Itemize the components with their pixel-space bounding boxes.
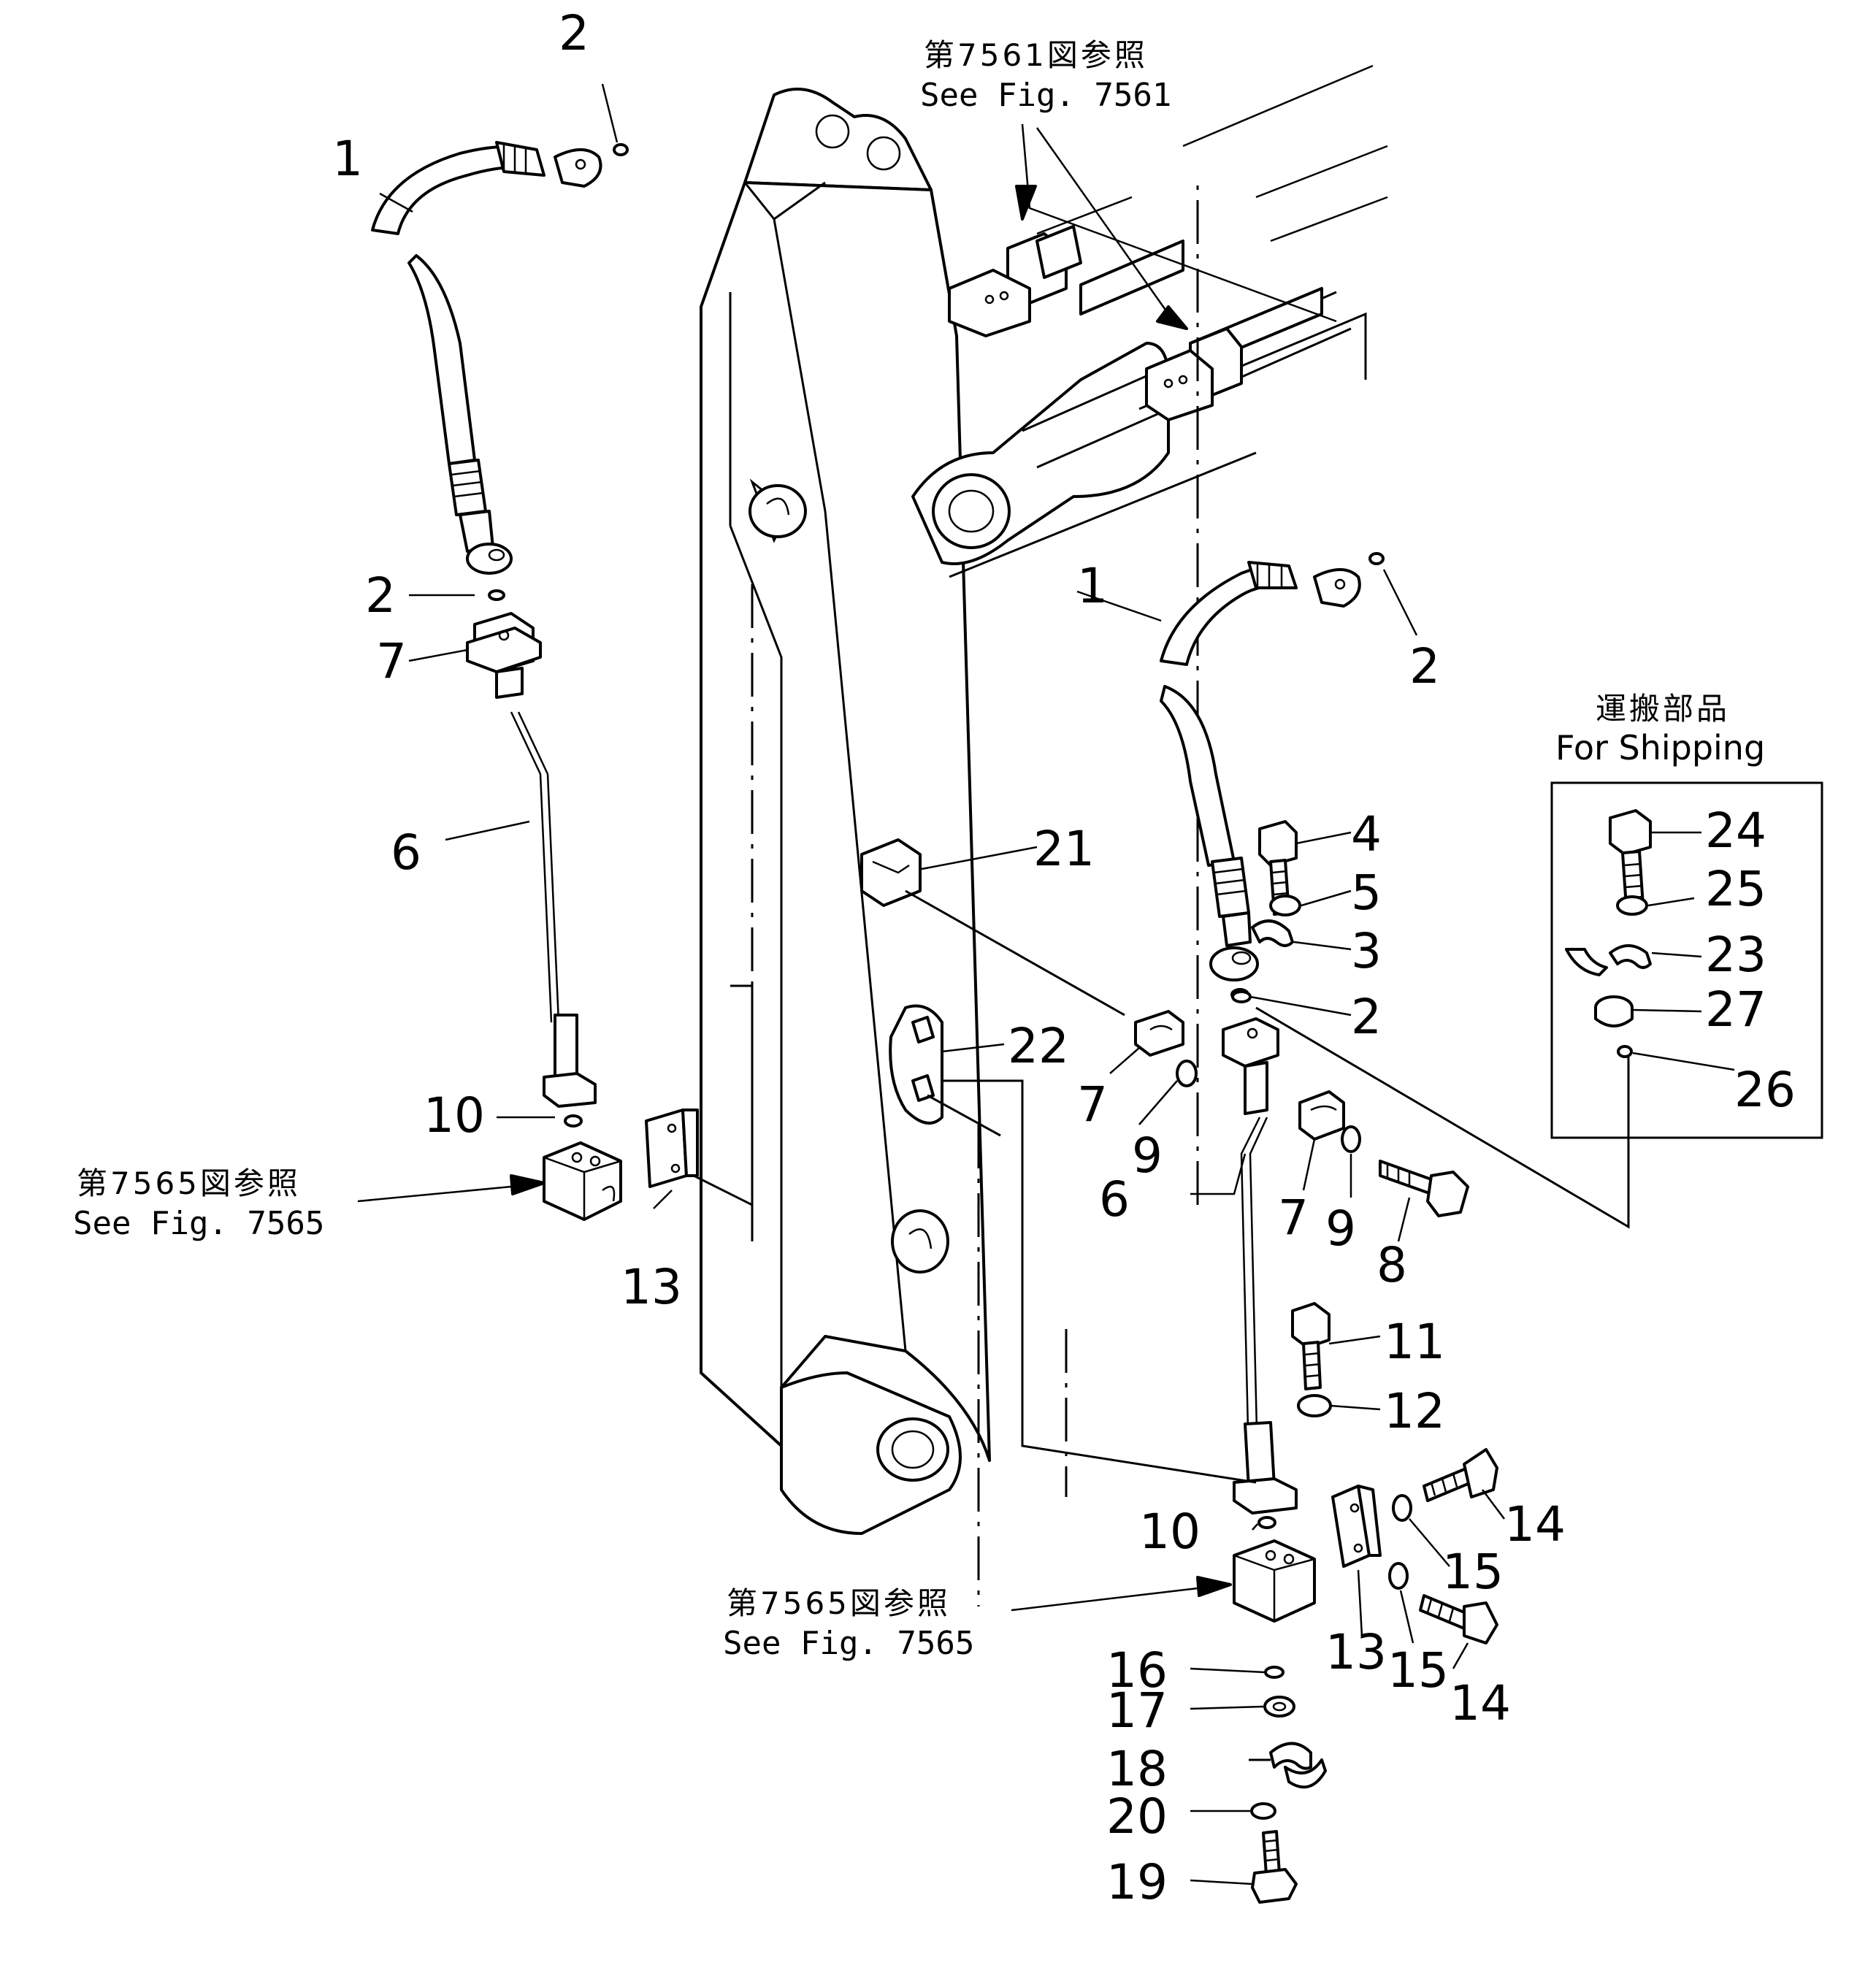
callout-23: 23 xyxy=(1705,927,1766,983)
callout-9a: 9 xyxy=(1132,1127,1163,1184)
left-hose-assembly xyxy=(371,141,753,1221)
callout-13a: 13 xyxy=(621,1259,682,1315)
leader-lines xyxy=(357,83,1735,1885)
right-hose-assembly xyxy=(911,552,1630,1623)
callout-3: 3 xyxy=(1351,923,1382,979)
callout-2d: 2 xyxy=(1351,989,1382,1045)
ref-fig7565b-en: See Fig. 7565 xyxy=(723,1625,974,1662)
callout-21: 21 xyxy=(1033,821,1095,877)
ref-fig7565a-jp: 第7565図参照 xyxy=(77,1165,301,1201)
small-parts xyxy=(860,820,1498,1904)
callout-17: 17 xyxy=(1106,1682,1168,1739)
callout-14b: 14 xyxy=(1450,1675,1511,1731)
callout-13b: 13 xyxy=(1325,1624,1387,1680)
callout-2b: 2 xyxy=(365,567,396,624)
callout-15b: 15 xyxy=(1387,1642,1449,1699)
callout-25: 25 xyxy=(1705,861,1766,917)
callout-1a: 1 xyxy=(332,131,363,187)
callout-19: 19 xyxy=(1106,1854,1168,1910)
callout-7b: 7 xyxy=(1077,1076,1108,1133)
ref-fig7565a-en: See Fig. 7565 xyxy=(73,1205,324,1242)
ref-fig7561-jp: 第7561図参照 xyxy=(924,37,1148,73)
callout-numbers: 1 2 2 7 6 10 13 1 2 4 5 3 2 21 22 7 9 6 … xyxy=(332,5,1796,1910)
callout-27: 27 xyxy=(1705,981,1766,1038)
callout-26: 26 xyxy=(1734,1062,1796,1118)
callout-7c: 7 xyxy=(1278,1190,1309,1246)
reference-labels: 第7561図参照 See Fig. 7561 第7565図参照 See Fig.… xyxy=(73,37,1765,1662)
callout-10b: 10 xyxy=(1139,1504,1201,1560)
callout-5: 5 xyxy=(1351,865,1382,921)
callout-18: 18 xyxy=(1106,1741,1168,1797)
shipping-parts-box xyxy=(1550,781,1823,1227)
callout-9b: 9 xyxy=(1325,1201,1356,1257)
callout-2c: 2 xyxy=(1409,638,1440,694)
callout-6b: 6 xyxy=(1099,1171,1130,1228)
callout-4: 4 xyxy=(1351,806,1382,862)
callout-1b: 1 xyxy=(1077,558,1108,614)
callout-15a: 15 xyxy=(1442,1544,1504,1600)
arm-assembly xyxy=(700,64,1388,1607)
callout-11: 11 xyxy=(1384,1314,1445,1370)
callout-14a: 14 xyxy=(1504,1496,1566,1552)
callout-7a: 7 xyxy=(376,633,407,689)
callout-10a: 10 xyxy=(424,1087,485,1144)
callout-6a: 6 xyxy=(391,824,421,881)
ref-fig7565b-jp: 第7565図参照 xyxy=(727,1585,951,1621)
callout-16: 16 xyxy=(1106,1642,1168,1699)
shipping-title-jp: 運搬部品 xyxy=(1596,691,1730,727)
callout-8: 8 xyxy=(1377,1237,1407,1293)
callout-24: 24 xyxy=(1705,803,1766,859)
callout-20: 20 xyxy=(1106,1788,1168,1845)
ref-fig7561-en: See Fig. 7561 xyxy=(920,77,1171,114)
callout-22: 22 xyxy=(1008,1018,1069,1074)
callout-12: 12 xyxy=(1384,1383,1445,1439)
callout-2a: 2 xyxy=(559,5,589,61)
shipping-title-en: For Shipping xyxy=(1555,728,1765,767)
